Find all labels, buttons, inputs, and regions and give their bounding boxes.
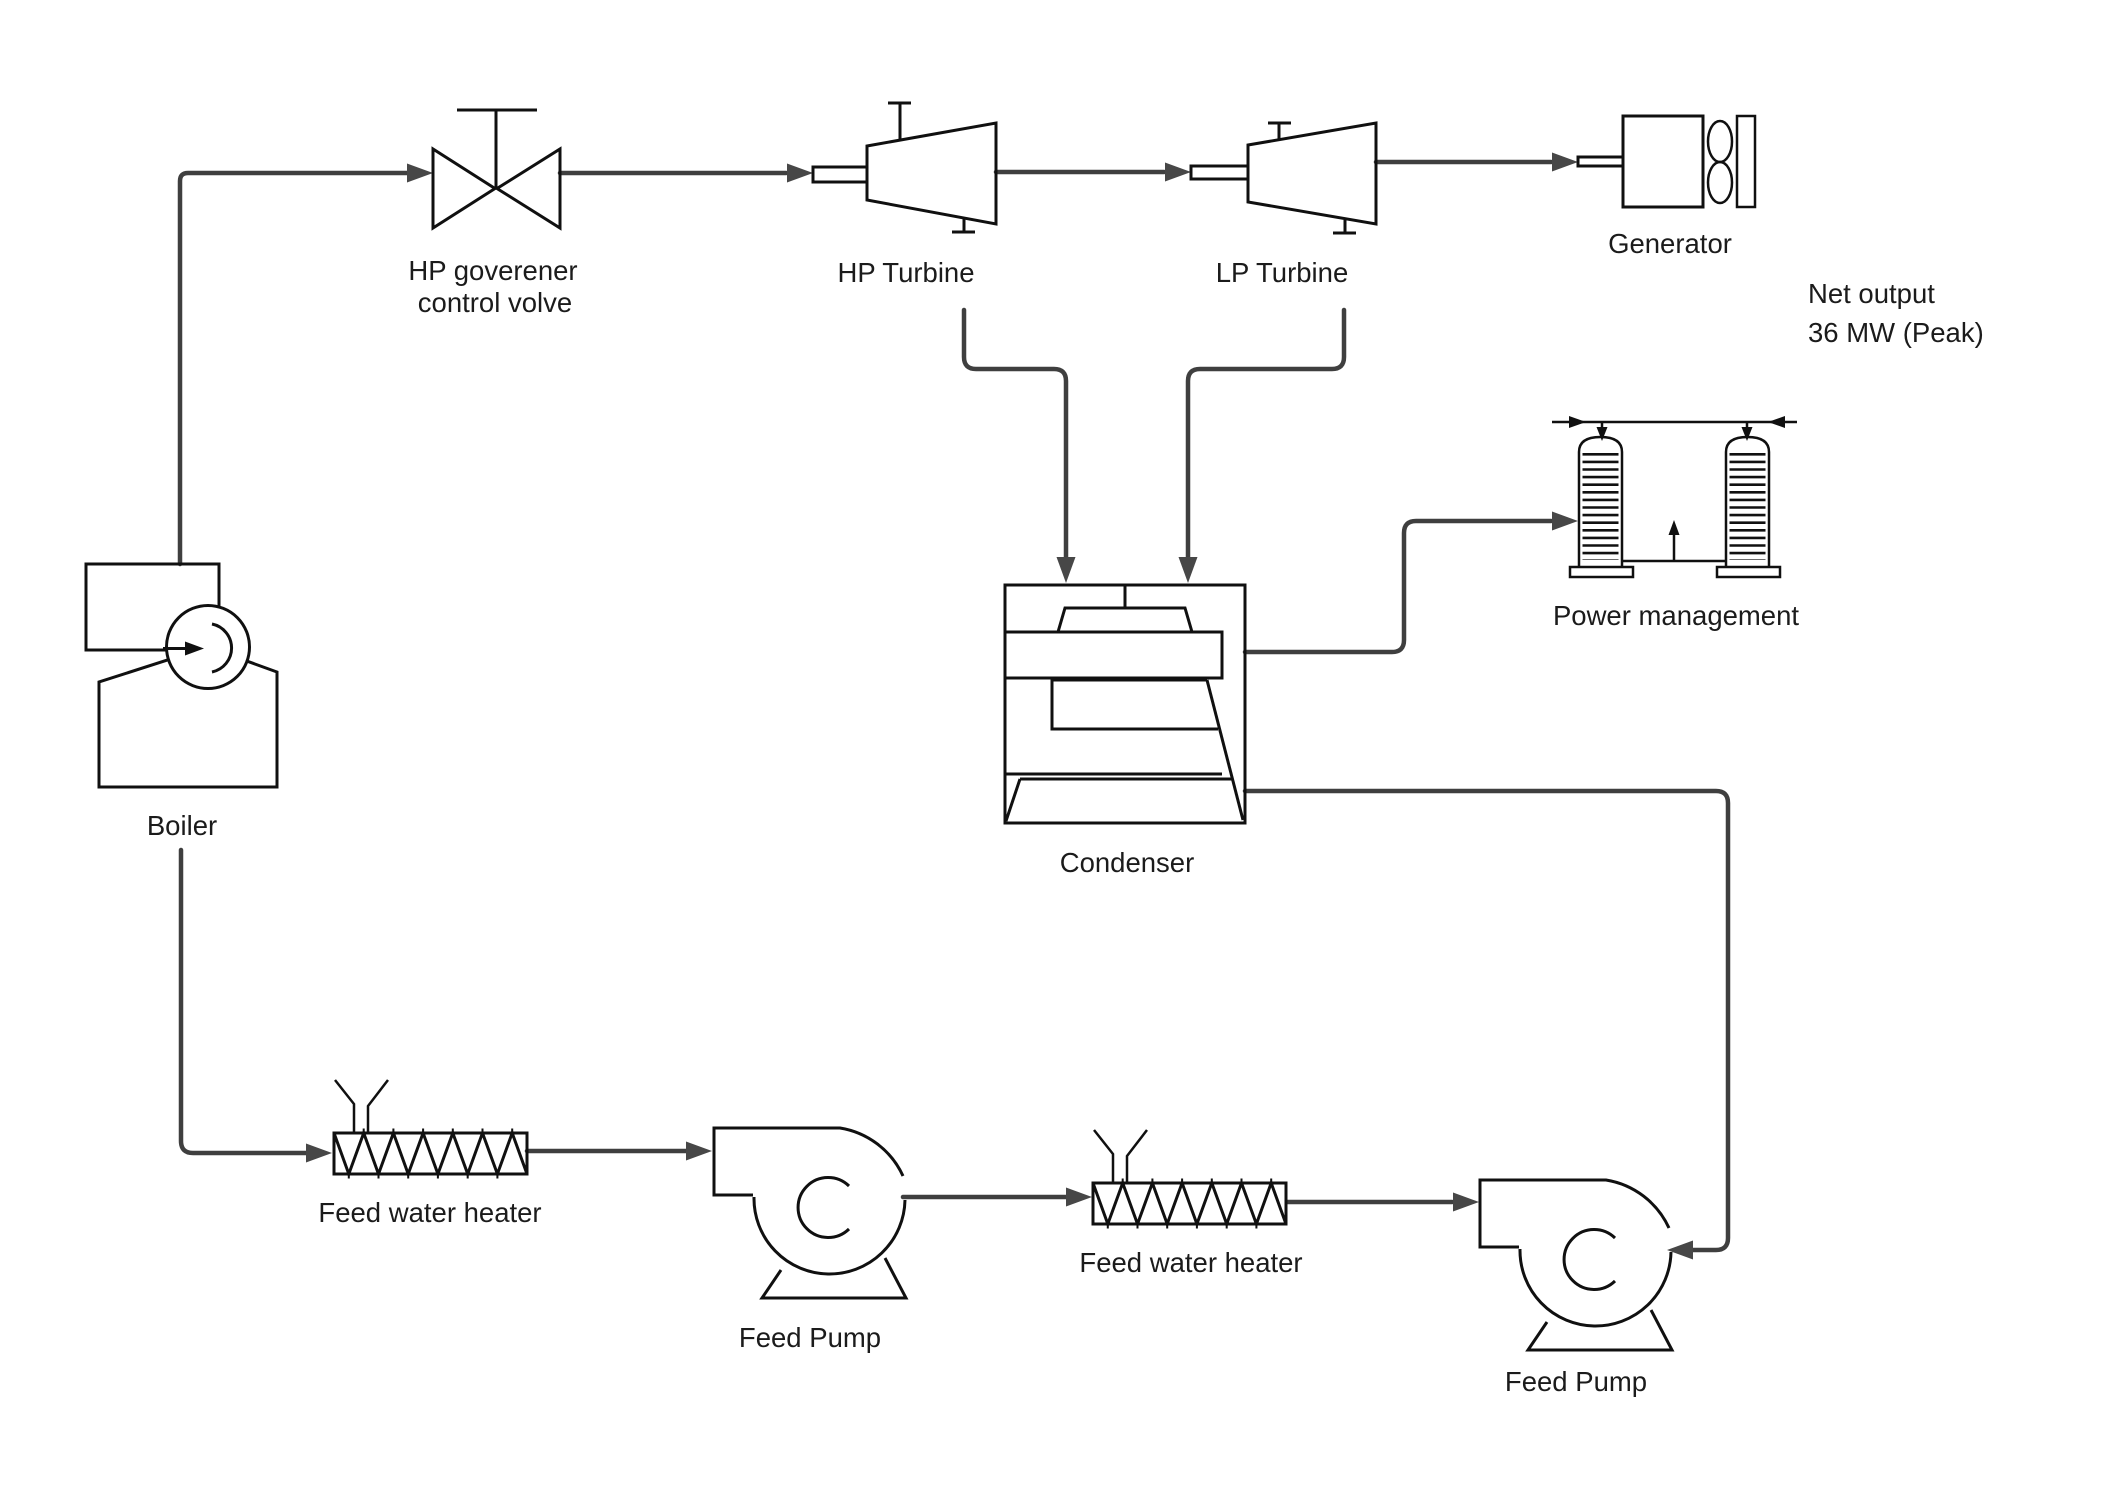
feed-pump-2-label: Feed Pump	[1505, 1366, 1647, 1397]
lp-turbine-top-stub	[1268, 121, 1291, 140]
arrow-into-feed-pump-2-left	[1453, 1192, 1479, 1212]
feed-water-heater-1-label: Feed water heater	[318, 1197, 541, 1228]
generator-shaft	[1576, 155, 1625, 168]
condenser-shell	[1003, 583, 1247, 825]
governor-valve-symbol	[431, 108, 562, 231]
feed-pump-1-symbol	[712, 1126, 908, 1300]
pipe-condenser-to-feed-pump-2	[1242, 788, 1731, 1253]
pipe-condenser-to-power-management	[1242, 518, 1554, 655]
arrow-hp-into-condenser	[1056, 557, 1076, 583]
valve-label-line1: HP goverener	[408, 255, 577, 286]
bus-arrow-right-icon	[1569, 416, 1586, 428]
lp-turbine-symbol	[1189, 121, 1378, 235]
drop-arrow-right-icon	[1741, 427, 1753, 441]
coil-tower-left	[1570, 437, 1633, 577]
pipe-hp-turbine-to-condenser	[961, 307, 1069, 561]
generator-end-plate	[1735, 114, 1757, 209]
arrow-lp-into-condenser	[1178, 557, 1198, 583]
boiler-burner-arrow-head	[185, 641, 204, 656]
arrow-into-feed-pump-1	[686, 1141, 712, 1161]
arrow-into-feed-pump-2-right	[1667, 1240, 1693, 1260]
feed-water-heater-2-label: Feed water heater	[1079, 1247, 1302, 1278]
valve-label-line2: control volve	[418, 287, 572, 318]
arrow-into-feed-water-heater-1	[306, 1143, 332, 1163]
generator-label: Generator	[1608, 228, 1732, 259]
feed-water-heater-1-symbol	[332, 1078, 529, 1180]
condenser-baffle-1	[1005, 630, 1224, 680]
net-output-line2: 36 MW (Peak)	[1808, 317, 1984, 348]
pipe-boiler-to-valve	[177, 170, 410, 567]
hp-turbine-label: HP Turbine	[837, 257, 974, 288]
pipe-boiler-to-feed-water-heater-1	[178, 847, 309, 1156]
arrow-into-feed-water-heater-2	[1066, 1187, 1092, 1207]
pipes	[177, 152, 1731, 1260]
hp-turbine-bottom-stub	[952, 218, 975, 234]
generator-body	[1621, 114, 1705, 209]
arrow-into-valve	[407, 163, 433, 183]
arrow-into-hp-turbine	[787, 163, 813, 183]
lp-turbine-bottom-stub	[1333, 220, 1356, 235]
condenser-right-diagonal	[1205, 679, 1245, 821]
valve-right-triangle	[494, 146, 562, 231]
hp-turbine-symbol	[811, 101, 998, 234]
generator-winding-bottom	[1706, 160, 1734, 205]
condenser-label: Condenser	[1060, 847, 1195, 878]
lp-turbine-shaft	[1189, 164, 1250, 181]
boiler-flame-arc	[211, 622, 233, 674]
labels: HP goverener control volve HP Turbine LP…	[147, 228, 1984, 1397]
power-management-label: Power management	[1553, 600, 1799, 631]
lp-turbine-body	[1246, 121, 1378, 226]
net-output-line1: Net output	[1808, 278, 1935, 309]
condenser-baffle-2	[1050, 678, 1218, 731]
hp-turbine-body	[865, 121, 998, 226]
riser-arrow-up-icon	[1668, 520, 1680, 535]
power-management-symbol	[1552, 416, 1797, 577]
arrow-into-lp-turbine	[1165, 162, 1191, 182]
feed-water-heater-2-symbol	[1091, 1128, 1288, 1230]
bus-arrow-left-icon	[1768, 416, 1785, 428]
boiler-label: Boiler	[147, 810, 217, 841]
condenser-symbol	[1003, 583, 1247, 825]
boiler-symbol	[84, 562, 279, 789]
generator-symbol	[1576, 114, 1757, 209]
arrow-into-power-management	[1552, 511, 1578, 531]
feed-pump-1-label: Feed Pump	[739, 1322, 881, 1353]
valve-left-triangle	[431, 146, 498, 231]
arrow-into-generator	[1552, 152, 1578, 172]
feed-pump-2-symbol	[1478, 1178, 1674, 1352]
generator-winding-top	[1706, 119, 1734, 164]
condenser-bottom-hopper	[1004, 777, 1233, 822]
pipe-lp-turbine-to-condenser	[1185, 307, 1347, 561]
hp-turbine-top-stub	[888, 101, 911, 140]
coil-tower-right	[1717, 437, 1780, 577]
hp-turbine-shaft	[811, 165, 869, 184]
condenser-top-hood	[1056, 606, 1194, 634]
drop-arrow-left-icon	[1596, 427, 1608, 441]
lp-turbine-label: LP Turbine	[1216, 257, 1349, 288]
valve-stem	[457, 108, 537, 188]
